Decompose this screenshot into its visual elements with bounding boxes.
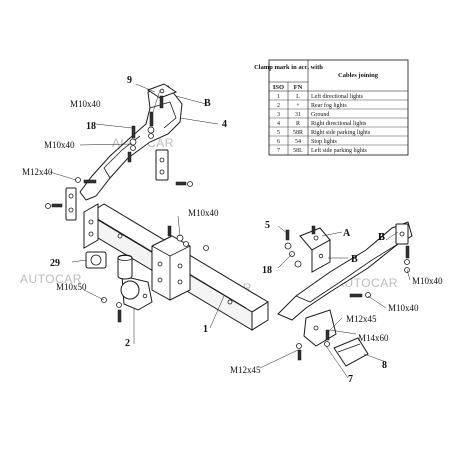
table-cell-description: Stop lights xyxy=(311,139,338,145)
table-cell-iso: 6 xyxy=(277,139,280,145)
table-cell-iso: 5 xyxy=(277,130,280,136)
fastener-label: M10x40 xyxy=(188,208,219,218)
part-number-9: 9 xyxy=(127,75,132,86)
part-number-18: 18 xyxy=(262,265,272,276)
table-cell-description: Left side parking lights xyxy=(311,147,367,154)
table-cell-iso: 7 xyxy=(277,148,280,154)
mounting-plate-9 xyxy=(146,83,178,109)
table-cell-fn: 31 xyxy=(295,112,301,118)
leader-lines xyxy=(49,83,411,379)
fastener-label: M10x50 xyxy=(56,282,87,292)
table-header-cables: Cables joining xyxy=(338,72,379,79)
table-cell-fn: 58R xyxy=(293,130,303,136)
part-number-8: 8 xyxy=(382,360,387,371)
table-cell-fn: 58L xyxy=(293,148,303,154)
fastener-label: M10x40 xyxy=(44,140,75,150)
fastener-label: M12x45 xyxy=(346,314,377,324)
table-cell-iso: 2 xyxy=(277,103,280,109)
ball-mount-housing xyxy=(151,235,191,301)
part-number-1: 1 xyxy=(203,324,208,335)
table-header-iso: ISO xyxy=(273,84,284,91)
part-number-5: 5 xyxy=(265,220,270,231)
electrical-socket xyxy=(85,251,133,280)
part-number-29: 29 xyxy=(50,258,60,269)
part-number-3: 3 xyxy=(380,232,385,243)
watermark-autocar: AUTOCAR xyxy=(20,272,82,286)
table-cell-fn: R xyxy=(296,121,300,127)
fastener-label: M10x40 xyxy=(412,276,443,286)
mark-letter-b: B xyxy=(204,98,211,109)
table-header-fn: FN xyxy=(294,84,303,91)
mounting-plate-a xyxy=(299,227,331,273)
mark-letter-a: A xyxy=(343,228,351,239)
mark-letter-b: B xyxy=(351,254,358,265)
table-cell-fn: + xyxy=(296,103,300,109)
fastener-label: M12x40 xyxy=(22,167,53,177)
table-header-clamp-mark: Clamp mark in acc. with xyxy=(254,64,323,71)
watermark-autocar: AUTOCAR xyxy=(336,276,398,290)
part-number-7: 7 xyxy=(348,374,353,385)
table-cell-description: Right side parking lights xyxy=(311,130,371,136)
table-cell-description: Ground xyxy=(311,112,329,118)
part-number-4: 4 xyxy=(222,119,227,130)
fastener-set xyxy=(45,111,410,361)
table-cell-description: Right directional lights xyxy=(311,121,367,127)
fastener-label: M12x45 xyxy=(230,365,261,375)
table-cell-iso: 4 xyxy=(277,121,280,127)
tow-ball xyxy=(120,275,153,311)
table-cell-fn: 54 xyxy=(295,139,301,145)
mark-letter-b: B xyxy=(378,232,385,243)
part-number-18: 18 xyxy=(86,121,96,132)
table-cell-iso: 3 xyxy=(277,112,280,118)
table-cell-description: Rear fog lights xyxy=(311,102,347,109)
fastener-label: M10x40 xyxy=(70,99,101,109)
left-end-plate xyxy=(83,203,99,249)
table-cell-iso: 1 xyxy=(277,94,280,100)
cable-joining-table: Clamp mark in acc. with ISO FN Cables jo… xyxy=(254,59,409,156)
table-cell-fn: L xyxy=(296,94,300,100)
right-side-bracket xyxy=(277,221,413,321)
fastener-label: M10x40 xyxy=(388,303,419,313)
fastener-label: M14x60 xyxy=(358,333,389,343)
part-number-2: 2 xyxy=(125,338,130,349)
table-cell-description: Left directional lights xyxy=(311,93,364,100)
